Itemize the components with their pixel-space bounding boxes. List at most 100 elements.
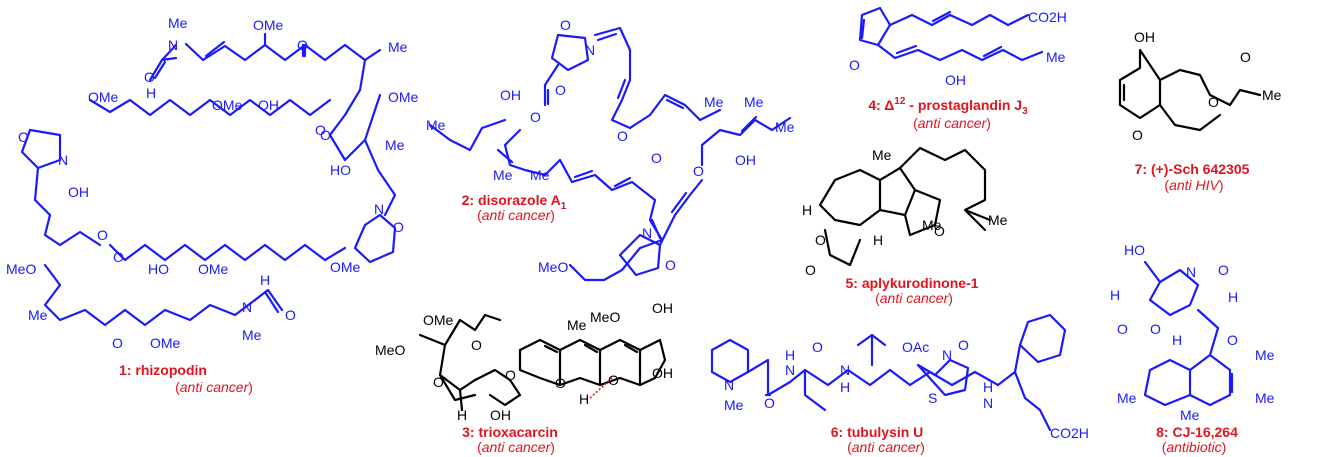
- atom-Me-iso-b: Me: [922, 217, 942, 233]
- atom-O-lactone: O: [1208, 94, 1219, 110]
- atom-O-oxazole-top: O: [560, 17, 571, 33]
- atom-Me-iso-a: Me: [988, 212, 1008, 228]
- atom-N-amide-b: N: [840, 362, 850, 378]
- atom-OH: OH: [945, 72, 966, 88]
- atom-S-thiazole: S: [928, 390, 937, 406]
- compound-8-activity: (antibiotic): [1162, 439, 1227, 455]
- atom-O-ketone: O: [1227, 332, 1238, 348]
- atom-O-ester-right: O: [320, 127, 331, 143]
- atom-N: N: [1186, 264, 1196, 280]
- atom-O-lactone: O: [815, 232, 826, 248]
- atom-O-phenol: O: [555, 375, 566, 391]
- atom-O-ester-bottom: O: [693, 163, 704, 179]
- atom-OMe-mid: OMe: [212, 97, 243, 113]
- atom-O-ketone: O: [1132, 127, 1143, 143]
- atom-O-carbonyl-bottom: O: [113, 249, 124, 265]
- atom-Me-d: Me: [1180, 407, 1200, 423]
- atom-OMe-top-left: OMe: [423, 312, 454, 328]
- atom-Me-gem-b: Me: [530, 167, 550, 183]
- atom-Me-angular: Me: [872, 147, 892, 163]
- atom-OH-right: OH: [735, 152, 756, 168]
- atom-O-ketone: O: [934, 223, 945, 239]
- atom-OMe-bottom-right: OMe: [330, 259, 361, 275]
- atom-N-amide-c: N: [983, 395, 993, 411]
- compound-6-name: 6: tubulysin U: [831, 424, 924, 440]
- atom-H-amide-b: H: [840, 379, 850, 395]
- compound-3-trioxacarcin-structure: OMe MeO O H OH O O Me MeO OH OH O H O: [375, 300, 673, 423]
- atom-CO2H: CO2H: [1028, 9, 1067, 25]
- atom-O-ester-left: O: [97, 227, 108, 243]
- atom-H-b: H: [1228, 289, 1238, 305]
- compound-2-disorazole-structure: O N O O O Me OH Me Me MeO N O O O Me Me …: [426, 17, 795, 282]
- atom-Et: Me: [1046, 49, 1066, 65]
- atom-OH-left: OH: [68, 184, 89, 200]
- atom-O-amide-b: O: [812, 339, 823, 355]
- atom-HO: HO: [1124, 242, 1145, 258]
- atom-O-carbonyl: O: [1240, 49, 1251, 65]
- atom-CO2H-tub: CO2H: [1050, 425, 1089, 441]
- atom-Me: Me: [168, 15, 188, 31]
- atom-HO-right: HO: [330, 162, 351, 178]
- atom-MeO-left: MeO: [375, 342, 405, 358]
- atom-O-ester-mid: O: [315, 122, 326, 138]
- compound-3-name: 3: trioxacarcin: [462, 424, 558, 440]
- compound-7-name: 7: (+)-Sch 642305: [1135, 161, 1250, 177]
- atom-OAc: OAc: [902, 339, 929, 355]
- atom-OH-mid: OH: [258, 97, 279, 113]
- atom-H-amide-a: H: [785, 347, 795, 363]
- atom-N-amide-a: N: [785, 362, 795, 378]
- atom-O-carbonyl: O: [1117, 321, 1128, 337]
- atom-O-lactone: O: [1150, 321, 1161, 337]
- compound-6-activity: (anti cancer): [847, 439, 925, 455]
- atom-O-ketone: O: [608, 372, 619, 388]
- atom-O-oxazole-left: O: [18, 129, 29, 145]
- atom-O-lactam: O: [1218, 262, 1229, 278]
- atom-Me-a: Me: [1255, 347, 1275, 363]
- atom-MeO-left: MeO: [6, 261, 36, 277]
- atom-O-amide-a: O: [764, 395, 775, 411]
- atom-O-amide-c: O: [958, 337, 969, 353]
- compound-5-aplykurodinone-structure: Me O Me Me H H O O: [802, 146, 1008, 278]
- atom-Me-arene: Me: [567, 317, 587, 333]
- atom-O-oxazole-right: O: [393, 219, 404, 235]
- compound-5-activity: (anti cancer): [875, 290, 953, 306]
- atom-O-enone: O: [849, 57, 860, 73]
- atom-MeO-arene: MeO: [590, 309, 620, 325]
- atom-OMe-left: OMe: [88, 89, 119, 105]
- atom-H-hbond: H: [579, 391, 589, 407]
- atom-Me-left: Me: [426, 117, 446, 133]
- atom-H-ring: H: [457, 407, 467, 423]
- atom-OH: OH: [1134, 29, 1155, 45]
- atom-H-a: H: [802, 202, 812, 218]
- atom-N-bottom: N: [242, 299, 252, 315]
- atom-Me-right-a: Me: [704, 94, 724, 110]
- compound-4-name: 4: Δ12 - prostaglandin J3: [868, 96, 1028, 117]
- compound-1-rhizopodin-structure: N Me O H OMe O Me OMe Me O HO N O OMe OM…: [6, 15, 419, 351]
- atom-Me-right-c: Me: [775, 119, 795, 135]
- compound-6-tubulysin-structure: N Me O H N O N H OAc N S O N H CO2H: [710, 313, 1089, 441]
- atom-H-b: H: [873, 232, 883, 248]
- compound-5-name: 5: aplykurodinone-1: [845, 275, 978, 291]
- compound-2-activity: (anti cancer): [477, 207, 555, 223]
- atom-OH-right: OH: [652, 365, 673, 381]
- atom-Me-bottom-left: Me: [28, 307, 48, 323]
- atom-OMe-top: OMe: [253, 17, 284, 33]
- atom-O-ester-top: O: [530, 109, 541, 125]
- atom-O-carbonyl-top: O: [555, 82, 566, 98]
- atom-N-oxazole-bottom: N: [642, 225, 652, 241]
- atom-N-oxazole-left: N: [58, 152, 68, 168]
- atom-O-ring-a: O: [433, 374, 444, 390]
- compound-7-sch642305-structure: OH O O Me O: [1118, 29, 1282, 143]
- atom-H: H: [146, 85, 156, 101]
- atom-O-formyl-bottom: O: [285, 307, 296, 323]
- atom-O-carbonyl: O: [805, 262, 816, 278]
- compound-8-cj16264-structure: HO N O H H O O H O Me Me Me Me: [1110, 242, 1275, 423]
- atom-Me-pip: Me: [724, 397, 744, 413]
- atom-O-carbonyl-bottom: O: [651, 150, 662, 166]
- compound-8-name: 8: CJ-16,264: [1156, 424, 1238, 440]
- atom-Me-c: Me: [1255, 390, 1275, 406]
- atom-OH-ring: OH: [490, 407, 511, 423]
- atom-N: N: [168, 37, 178, 53]
- compound-3-activity: (anti cancer): [477, 439, 555, 455]
